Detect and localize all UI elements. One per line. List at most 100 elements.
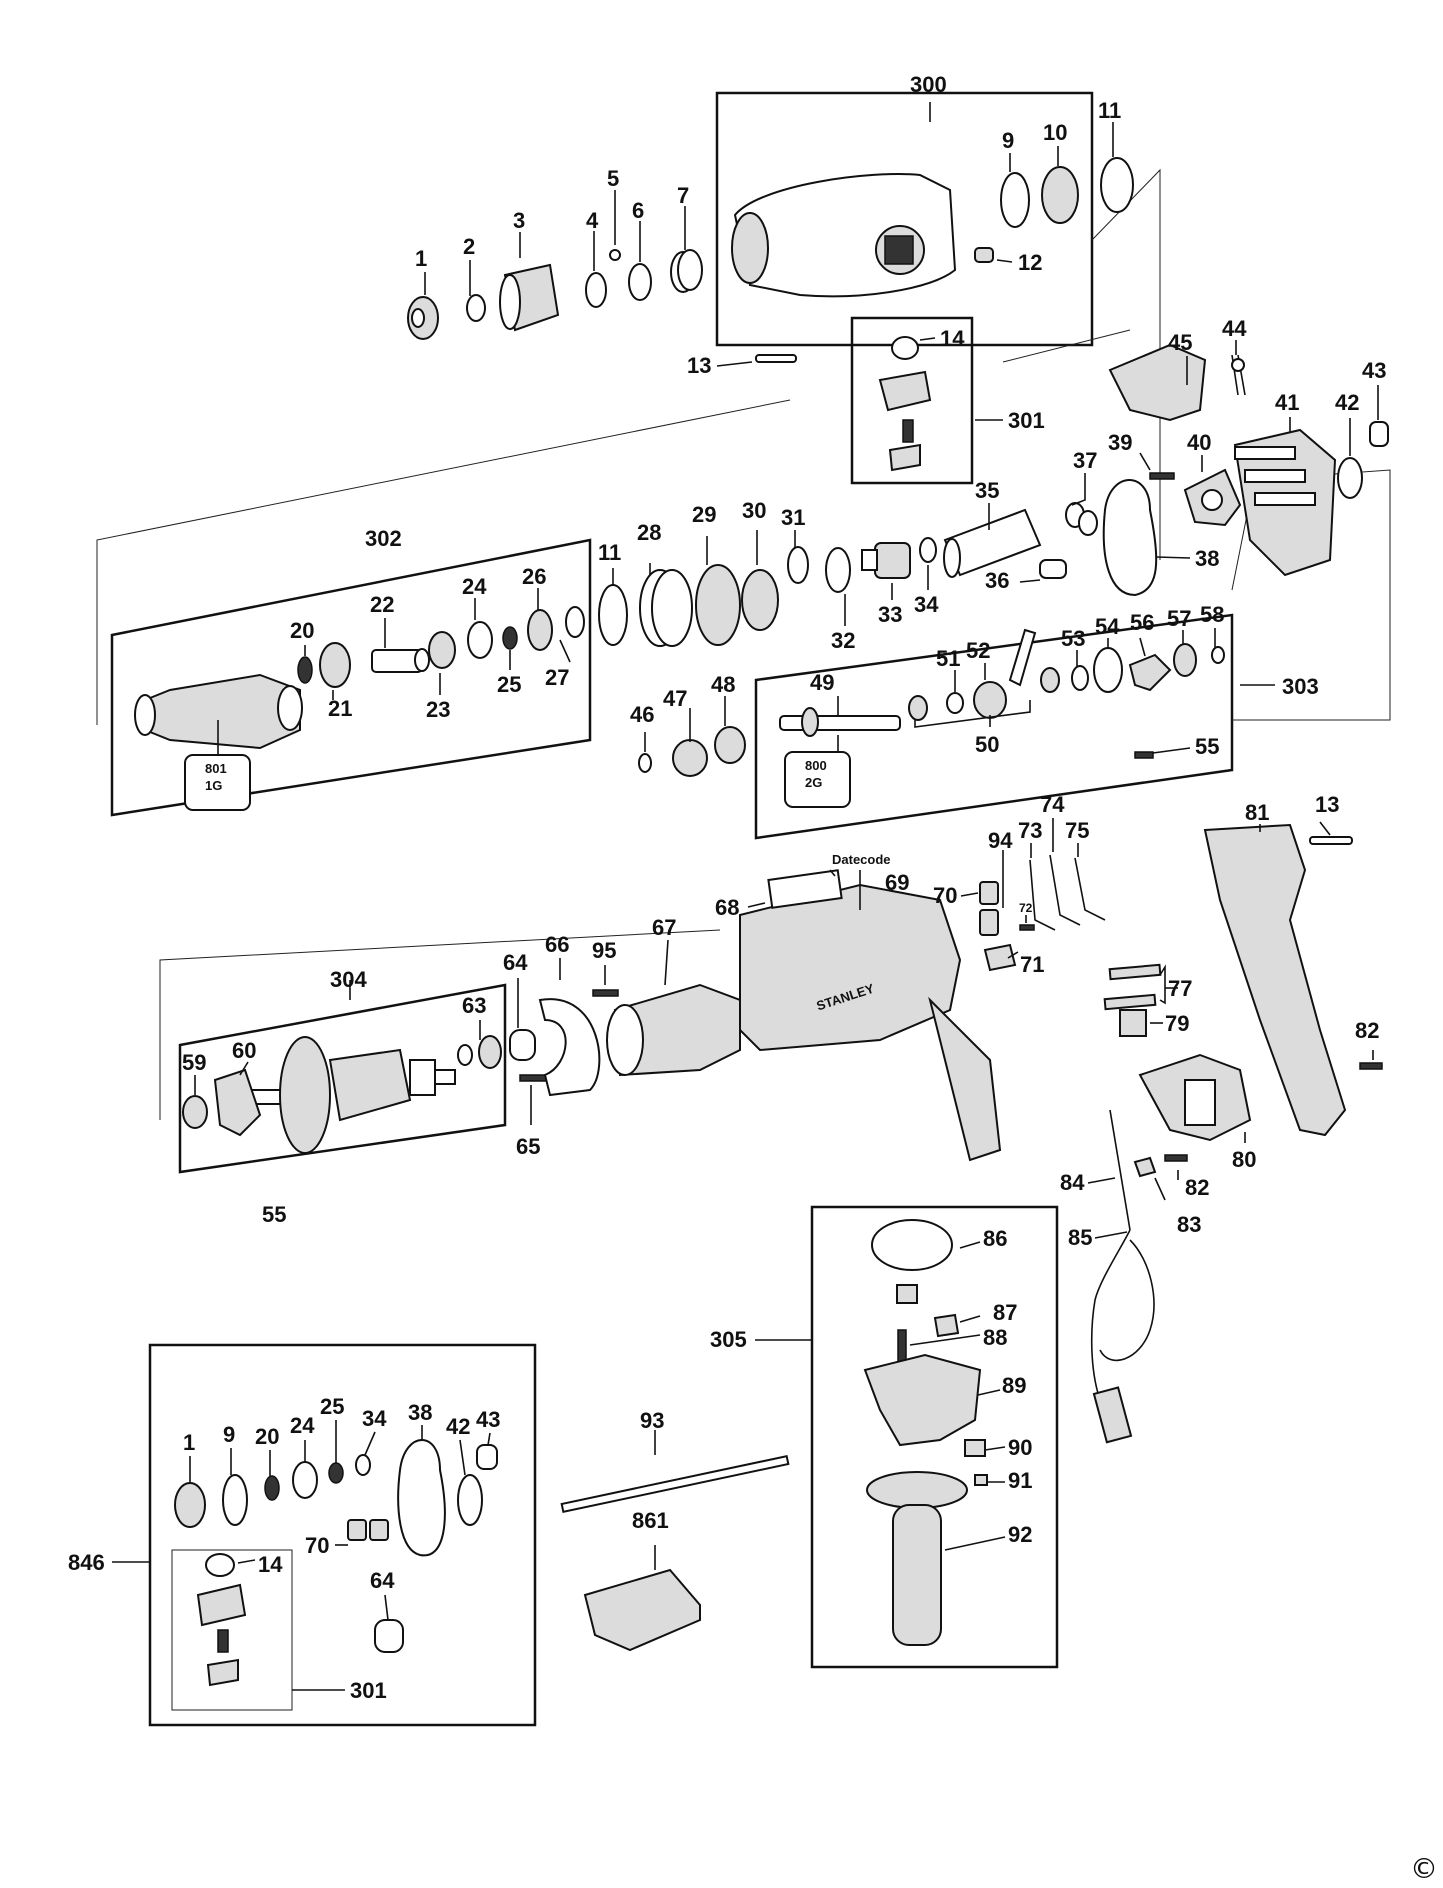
part-13b-pin xyxy=(1309,836,1353,845)
tag-2g-text: 2G xyxy=(805,775,822,790)
label-85: 85 xyxy=(1068,1225,1092,1250)
part-56-plate xyxy=(1128,653,1172,692)
part-12-pin xyxy=(974,247,994,263)
label-79: 79 xyxy=(1165,1011,1189,1036)
kit-part-1 xyxy=(174,1482,206,1528)
label-77: 77 xyxy=(1168,976,1192,1001)
part-5-ball xyxy=(609,249,621,261)
label-26: 26 xyxy=(522,564,546,589)
kit-label-1: 1 xyxy=(183,1430,195,1455)
label-54: 54 xyxy=(1095,614,1120,639)
part-51-sleeve xyxy=(946,692,964,714)
label-45: 45 xyxy=(1168,330,1192,355)
part-80-switch xyxy=(1138,1053,1252,1142)
part-79-block xyxy=(1119,1009,1147,1037)
part-24-ring xyxy=(467,621,493,659)
part-45-lever xyxy=(1108,343,1207,422)
part-41-gearbox xyxy=(1233,428,1337,577)
box-301 xyxy=(850,316,974,485)
part-53-washer xyxy=(1071,665,1089,691)
kit-part-34 xyxy=(355,1454,371,1476)
part-13-pin xyxy=(755,354,797,363)
kit-label-20: 20 xyxy=(255,1424,279,1449)
label-23: 23 xyxy=(426,697,450,722)
part-10-bearing xyxy=(1041,166,1079,224)
label-66: 66 xyxy=(545,932,569,957)
label-74: 74 xyxy=(1040,792,1065,817)
label-3: 3 xyxy=(513,208,525,233)
kit-label-64: 64 xyxy=(370,1568,395,1593)
label-71: 71 xyxy=(1020,952,1044,977)
label-22: 22 xyxy=(370,592,394,617)
part-32-ring xyxy=(825,547,851,593)
label-12: 12 xyxy=(1018,250,1042,275)
kit-label-38: 38 xyxy=(408,1400,432,1425)
label-20: 20 xyxy=(290,618,314,643)
part-38-belt xyxy=(1102,479,1158,597)
part-72-screw xyxy=(1019,924,1035,931)
part-94-holder xyxy=(979,909,999,936)
label-32: 32 xyxy=(831,628,855,653)
part-11-ring xyxy=(1100,157,1134,213)
part-4-washer xyxy=(585,272,607,308)
label-302: 302 xyxy=(365,526,402,551)
label-55b: 55 xyxy=(262,1202,286,1227)
label-300: 300 xyxy=(910,72,947,97)
part-23-sleeve xyxy=(428,631,456,669)
part-86-clamp-band xyxy=(871,1219,953,1304)
part-3-collar xyxy=(499,263,560,332)
label-69: 69 xyxy=(885,870,909,895)
kit-part-9 xyxy=(222,1474,248,1526)
label-31: 31 xyxy=(781,505,805,530)
label-13: 13 xyxy=(687,353,711,378)
part-63-bearing xyxy=(478,1035,502,1069)
label-303: 303 xyxy=(1282,674,1319,699)
label-88: 88 xyxy=(983,1325,1007,1350)
kit-part-70a xyxy=(347,1519,367,1541)
guide-line-5 xyxy=(159,929,721,1120)
label-86: 86 xyxy=(983,1226,1007,1251)
label-30: 30 xyxy=(742,498,766,523)
part-20-ring xyxy=(297,656,313,684)
label-68: 68 xyxy=(715,895,739,920)
part-93-depth-rod xyxy=(560,1454,790,1514)
copyright-symbol: © xyxy=(1410,1852,1438,1885)
label-41: 41 xyxy=(1275,390,1299,415)
label-10: 10 xyxy=(1043,120,1067,145)
label-75: 75 xyxy=(1065,818,1089,843)
part-77-brush-a xyxy=(1108,963,1162,981)
label-73: 73 xyxy=(1018,818,1042,843)
label-305: 305 xyxy=(710,1327,747,1352)
label-14: 14 xyxy=(940,326,965,351)
label-57: 57 xyxy=(1167,606,1191,631)
part-57-bearing xyxy=(1173,643,1197,677)
part-46-washer xyxy=(638,753,652,773)
box-302 xyxy=(110,538,592,817)
label-56: 56 xyxy=(1130,610,1154,635)
part-66-baffle xyxy=(538,998,601,1097)
label-53: 53 xyxy=(1061,626,1085,651)
tag-800-number: 800 xyxy=(805,758,827,773)
part-35-piston xyxy=(943,508,1042,578)
kit-label-9: 9 xyxy=(223,1422,235,1447)
part-11b-ring xyxy=(598,584,628,646)
kit-part-38 xyxy=(397,1439,446,1557)
label-84: 84 xyxy=(1060,1170,1085,1195)
part-52-clutch xyxy=(973,628,1037,719)
label-94: 94 xyxy=(988,828,1013,853)
part-48-gear xyxy=(714,726,746,764)
guide-line-1 xyxy=(96,399,791,725)
label-63: 63 xyxy=(462,993,486,1018)
kit-part-64 xyxy=(374,1619,404,1653)
label-861: 861 xyxy=(632,1508,669,1533)
part-84-cable xyxy=(1109,1109,1131,1231)
part-9-ring xyxy=(1000,172,1030,228)
label-87: 87 xyxy=(993,1300,1017,1325)
label-42: 42 xyxy=(1335,390,1359,415)
label-52: 52 xyxy=(966,638,990,663)
box-846 xyxy=(148,1343,537,1727)
label-2: 2 xyxy=(463,234,475,259)
part-75-wire xyxy=(1074,857,1106,921)
part-55-screw xyxy=(1134,751,1154,759)
kit-part-25 xyxy=(328,1462,344,1484)
